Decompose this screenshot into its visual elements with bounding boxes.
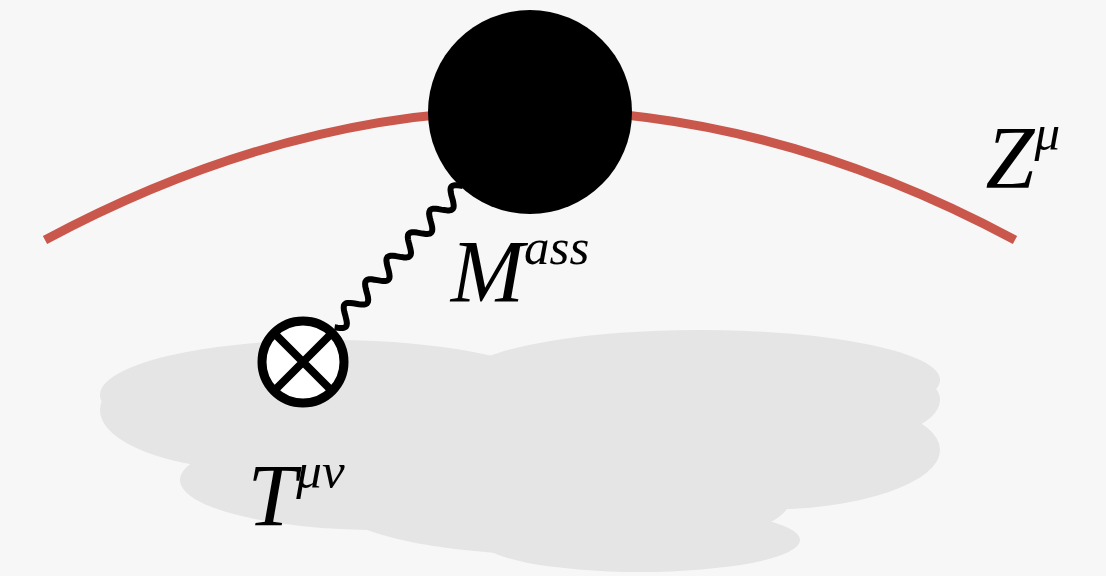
otimes-shape (257, 316, 349, 408)
graviton-line (335, 185, 463, 328)
matter-cloud (100, 330, 940, 572)
node-label: Tμν (247, 446, 344, 540)
node-label: Mass (451, 222, 590, 316)
source-symbol: Tμν (257, 316, 349, 408)
mass-shape (428, 10, 632, 214)
worldline-label: Zμ (985, 108, 1060, 202)
mass-circle: Mass (428, 10, 632, 214)
